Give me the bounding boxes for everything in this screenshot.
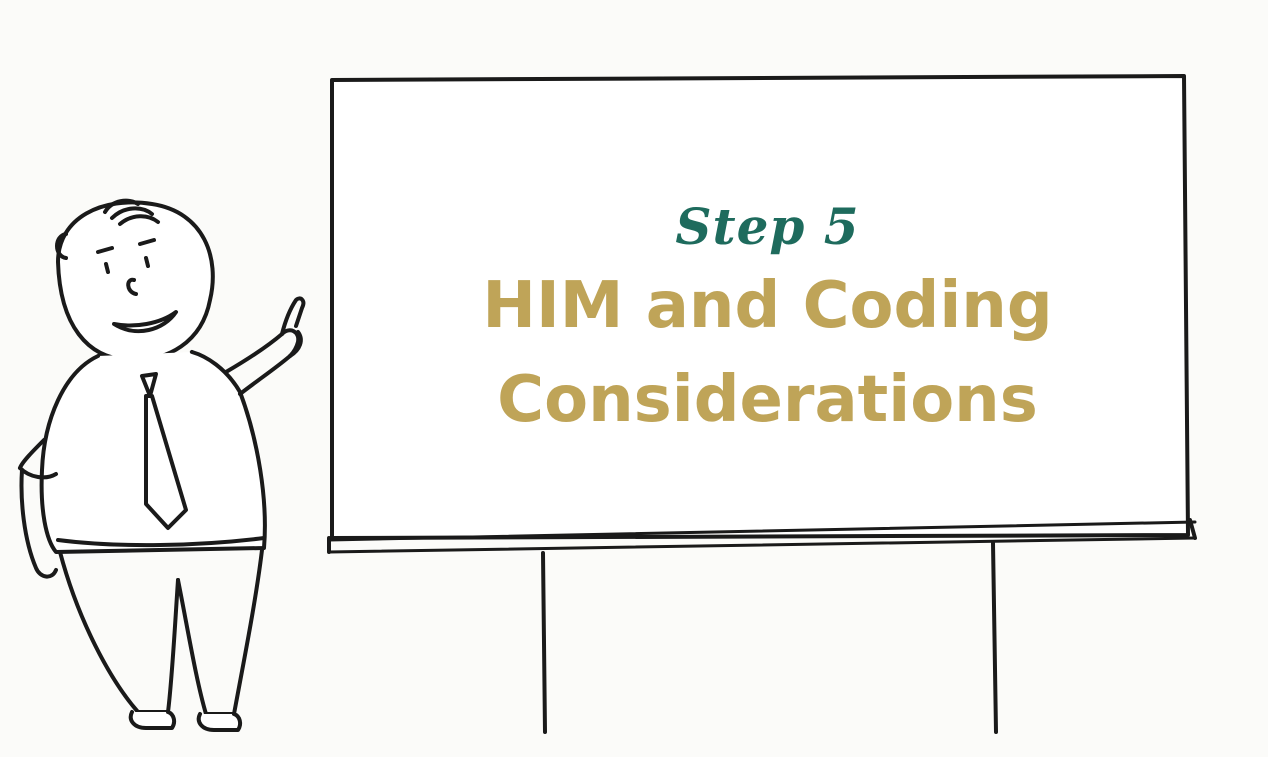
whiteboard-icon [327,74,1197,734]
board-text: Step 5 HIM and Coding Considerations [345,195,1190,447]
step-label: Step 5 [675,197,860,256]
presenter-man-icon [18,198,306,732]
slide-title-line-2: Considerations [497,363,1038,437]
slide-title-line-1: HIM and Coding [482,269,1053,343]
